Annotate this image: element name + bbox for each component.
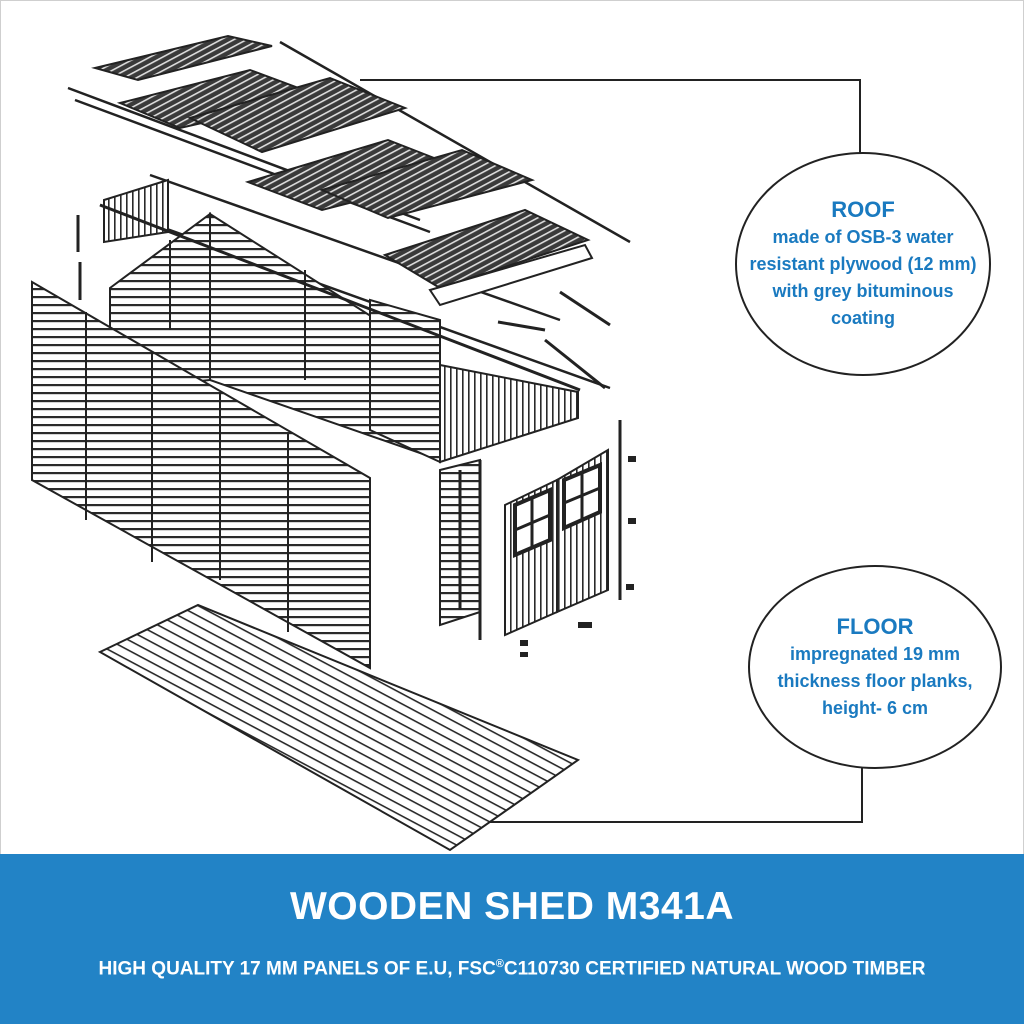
roof-line: coating [830, 308, 895, 328]
shed-front-frame [439, 363, 579, 640]
product-banner: WOODEN SHED M341A HIGH QUALITY 17 MM PAN… [0, 854, 1024, 1024]
floor-line: height- 6 cm [821, 697, 928, 718]
floor-leader-line [456, 768, 863, 823]
front-gable [439, 363, 579, 464]
subtitle-suffix: C110730 CERTIFIED NATURAL WOOD TIMBER [503, 958, 926, 980]
roof-title: ROOF [831, 197, 895, 222]
roof-line: with grey bituminous [772, 281, 954, 301]
subtitle-prefix: HIGH QUALITY 17 MM PANELS OF E.U, FSC [98, 958, 496, 980]
roof-callout: ROOF made of OSB-3 water resistant plywo… [735, 152, 991, 376]
floor-platform [97, 603, 581, 852]
roof-line: resistant plywood (12 mm) [749, 254, 977, 274]
double-doors [504, 448, 609, 637]
floor-line: impregnated 19 mm [789, 643, 961, 664]
loose-rafters [497, 290, 611, 390]
roof-leader-line [360, 79, 861, 178]
floor-title: FLOOR [836, 613, 914, 639]
roof-panel [187, 76, 409, 154]
registered-mark: ® [495, 958, 504, 970]
roof-panel [382, 208, 591, 290]
roof-panels [91, 34, 594, 307]
side-wall-front [31, 280, 371, 670]
roof-board [428, 243, 594, 307]
roof-panel [91, 34, 273, 82]
hardware-parts [520, 456, 636, 657]
floor-callout: FLOOR impregnated 19 mm thickness floor … [748, 565, 1002, 769]
floor-line: thickness floor planks, [777, 670, 973, 691]
product-subtitle: HIGH QUALITY 17 MM PANELS OF E.U, FSC®C1… [0, 952, 1024, 981]
roof-line: made of OSB-3 water [772, 227, 954, 247]
roof-panel [319, 148, 536, 220]
product-title: WOODEN SHED M341A [289, 885, 735, 928]
